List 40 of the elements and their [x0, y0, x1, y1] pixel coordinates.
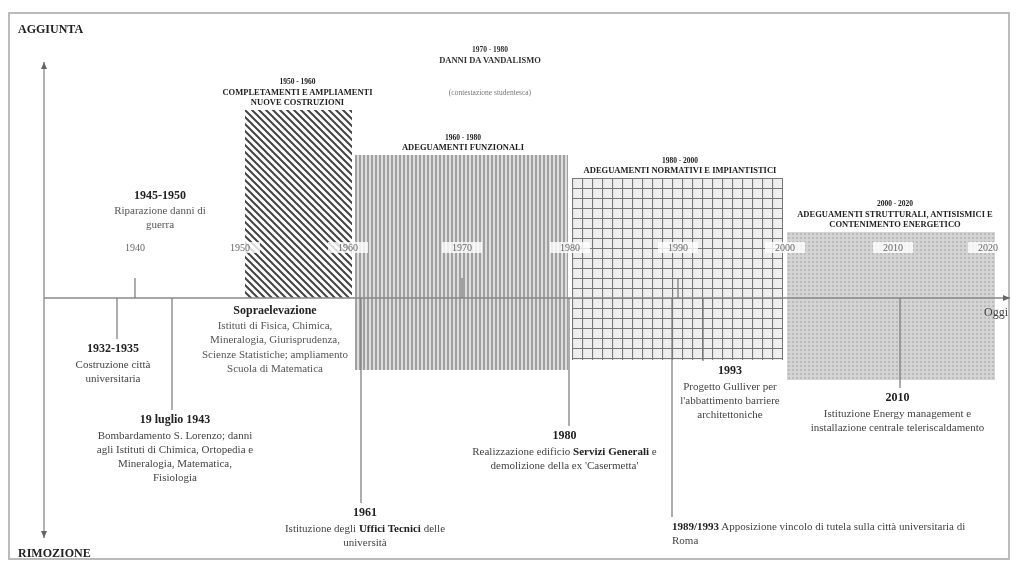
axis-label: RIMOZIONE	[18, 546, 92, 561]
tick-label: 1990	[658, 242, 698, 253]
event-description: Costruzione città universitaria	[74, 356, 152, 386]
event-description: Istituti di Fisica, Chimica, Mineralogia, Giurisprudenza, Scienze Statistiche; ampliamento Scuola di Matematica	[201, 318, 349, 376]
leader-line	[899, 297, 901, 389]
event-date: 1932-1935	[86, 341, 140, 357]
axis-label: Oggi	[984, 305, 1009, 320]
tick-label: 2010	[873, 242, 913, 253]
event-date: 19 luglio 1943	[138, 412, 212, 428]
event-description: Bombardamento S. Lorenzo; danni agli Istituti di Chimica, Ortopedia e Mineralogia, Matematica, Fisiologia	[95, 427, 255, 485]
tick-label: 1980	[550, 242, 590, 253]
leader-line	[171, 297, 173, 411]
leader-line	[568, 297, 570, 427]
tick-label: 1960	[328, 242, 368, 253]
period-title: DANNI DA VANDALISMO	[438, 55, 542, 66]
event-date: 1945-1950	[133, 188, 187, 203]
leader-line	[671, 297, 673, 518]
leader-line	[116, 297, 118, 340]
tick-label: 1970	[442, 242, 482, 253]
event-date: 1993	[717, 363, 743, 379]
tick-label: 2000	[765, 242, 805, 253]
event-description: Istituzione Energy management e installazione centrale teleriscaldamento	[809, 405, 986, 435]
event-date: 2010	[884, 390, 911, 406]
leader-line	[360, 297, 362, 504]
event-date: Sopraelevazione	[232, 303, 318, 318]
event-description: Progetto Gulliver per l'abbattimento barriere architettoniche	[679, 378, 781, 422]
period-title: ADEGUAMENTI NORMATIVI E IMPIANTISTICI	[582, 165, 778, 176]
period-title: ADEGUAMENTI FUNZIONALI	[400, 142, 526, 153]
tick-label: 1940	[124, 242, 146, 253]
time-axis	[43, 277, 1011, 301]
leader-line	[702, 297, 704, 362]
event-description: Istituzione degli Uffici Tecnici delle università	[283, 520, 447, 550]
period-title: ADEGUAMENTI STRUTTURALI, ANTISISMICI E CONTENIMENTO ENERGETICO	[796, 208, 994, 230]
event-description: Realizzazione edificio Servizi Generali e demolizione della ex 'Casermetta'	[471, 443, 658, 473]
axis-label: AGGIUNTA	[18, 22, 85, 37]
period-title: COMPLETAMENTI E AMPLIAMENTI NUOVE COSTRUZIONI	[221, 86, 374, 108]
event-description: 1989/1993 Apposizione vincolo di tutela sulla città universitaria di Roma	[672, 519, 967, 548]
event-description: Riparazione danni di guerra	[113, 203, 207, 232]
event-date: 1980	[551, 428, 578, 444]
event-date: 1961	[352, 505, 378, 521]
